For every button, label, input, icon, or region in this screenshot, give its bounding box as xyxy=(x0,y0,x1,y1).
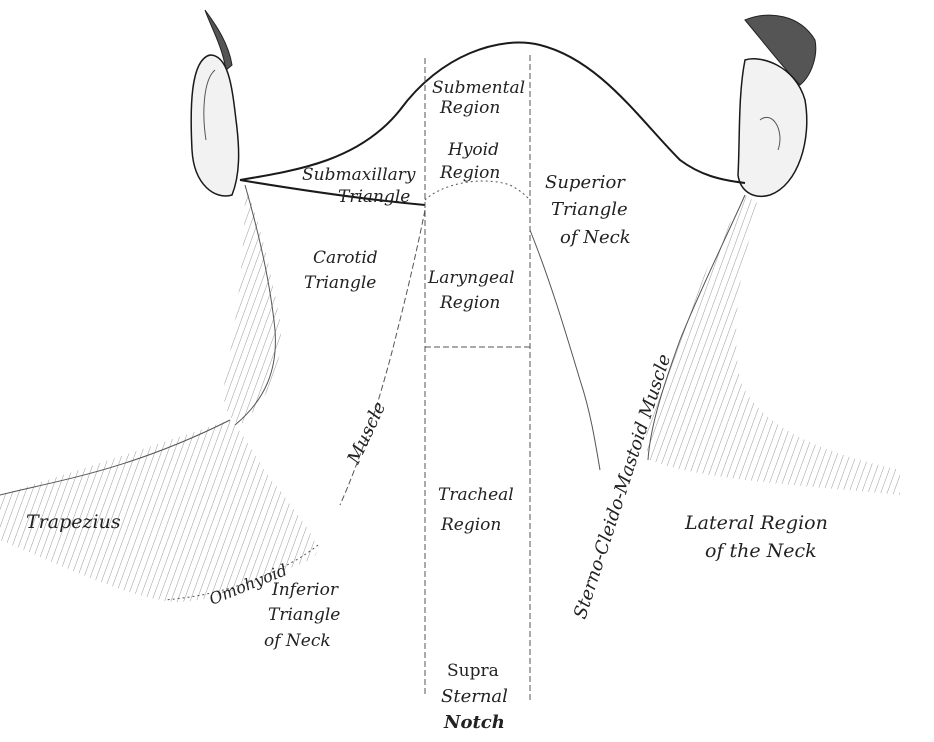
sterno-muscle-label: Sterno-Cleido-Mastoid Muscle xyxy=(570,352,676,622)
submaxillary-label-line1: Submaxillary xyxy=(302,165,416,185)
inferior-label-line3: of Neck xyxy=(264,631,331,651)
hyoid-label-line1: Hyoid xyxy=(447,140,499,160)
muscle-left-label: Muscle xyxy=(343,399,390,468)
laryngeal-label-line1: Laryngeal xyxy=(427,268,515,288)
hyoid-label-line2: Region xyxy=(439,163,500,183)
lateral-label-line2: of the Neck xyxy=(705,540,817,562)
inferior-label-line1: Inferior xyxy=(271,580,339,600)
superior-label-line3: of Neck xyxy=(560,227,631,248)
superior-label-line2: Triangle xyxy=(551,199,628,220)
submental-label-line1: Submental xyxy=(432,78,525,98)
carotid-label-line1: Carotid xyxy=(313,248,378,268)
submental-label-line2: Region xyxy=(439,98,500,118)
left-ear-group xyxy=(191,10,238,196)
trapezius-label: Trapezius xyxy=(26,511,121,533)
tracheal-label-line1: Tracheal xyxy=(438,485,514,505)
left-ear xyxy=(191,55,238,196)
right-ear-group xyxy=(738,15,816,196)
sterno-right-border xyxy=(530,230,600,470)
submaxillary-label-line2: Triangle xyxy=(338,187,410,207)
notch-label-line2: Sternal xyxy=(441,686,508,707)
laryngeal-label-line2: Region xyxy=(439,293,500,313)
carotid-label-line2: Triangle xyxy=(304,273,376,293)
notch-label-line3: Notch xyxy=(443,712,505,733)
hyoid-arch xyxy=(425,181,530,200)
inferior-label-line2: Triangle xyxy=(268,605,340,625)
right-neck-shading xyxy=(646,195,900,495)
lateral-label-line1: Lateral Region xyxy=(684,512,828,534)
superior-label-line1: Superior xyxy=(545,172,626,193)
tracheal-label-line2: Region xyxy=(440,515,501,535)
notch-label-line1: Supra xyxy=(447,661,499,681)
